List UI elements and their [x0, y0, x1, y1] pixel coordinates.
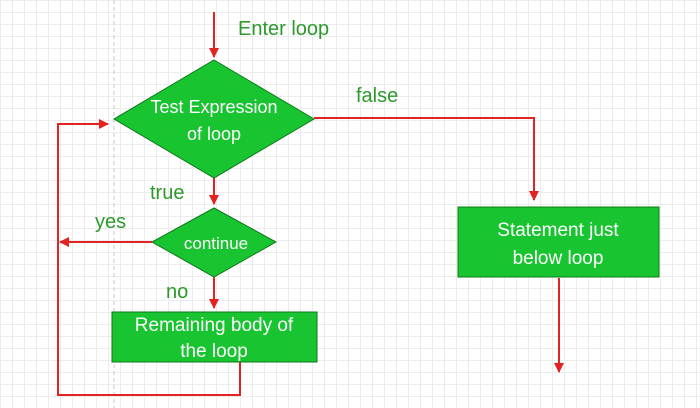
statement-below-line1: Statement just: [497, 220, 619, 241]
yes-label: yes: [95, 211, 126, 233]
true-label: true: [150, 182, 184, 204]
continue-text: continue: [184, 234, 248, 253]
continue-node: continue: [150, 207, 278, 278]
edges: [57, 12, 564, 396]
test-expression-line2: of loop: [187, 124, 241, 144]
test-expression-node: Test Expression of loop: [113, 59, 315, 179]
false-label: false: [356, 85, 398, 107]
remaining-body-line1: Remaining body of: [135, 315, 294, 336]
remaining-body-line2: the loop: [180, 341, 248, 362]
no-label: no: [166, 281, 188, 303]
remaining-body-node: Remaining body of the loop: [111, 311, 318, 363]
continue-diamond: [150, 207, 278, 278]
statement-below-box: [457, 206, 660, 278]
test-expression-diamond: [113, 59, 315, 179]
edge-labels: Enter loop false true yes no: [95, 18, 398, 303]
remaining-body-box: [111, 311, 318, 363]
test-expression-line1: Test Expression: [150, 97, 277, 117]
statement-below-node: Statement just below loop: [457, 206, 660, 278]
false-edge: [314, 117, 539, 201]
statement-below-line2: below loop: [513, 248, 604, 269]
loop-back-edge: [57, 119, 241, 396]
enter-loop-label: Enter loop: [238, 18, 329, 40]
